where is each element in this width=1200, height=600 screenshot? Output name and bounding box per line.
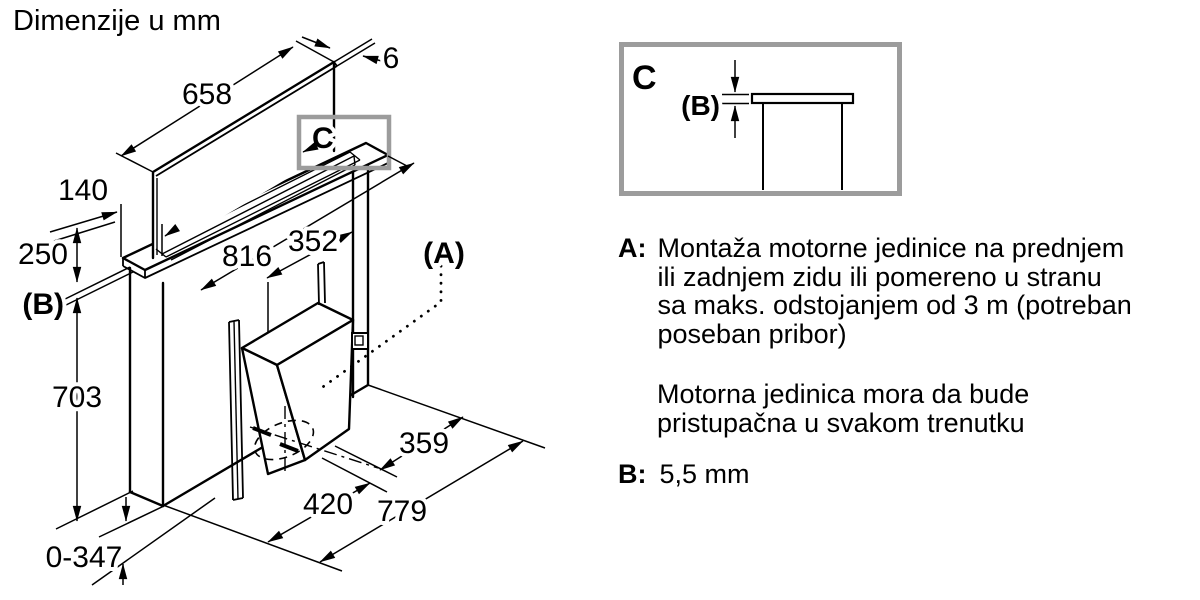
dim-703-label: 703 [52,381,102,414]
note-a-text-2: Motorna jedinica mora da bude pristupačn… [657,379,1030,438]
motor-connector [351,332,369,350]
detail-b-dimension [722,60,749,138]
detail-c-label: C [632,59,657,97]
mounting-rail-top [317,261,326,306]
main-isometric-drawing: C [14,36,546,586]
note-b-label: B: [618,459,647,489]
detail-c-callout-label: C [312,122,334,155]
dimension-labels: 658 6 140 250 (B) 703 0-347 816 352 (A) … [14,38,469,578]
dim-140-label: 140 [58,174,108,207]
dim-420-label: 420 [303,488,353,521]
dim-0-347-label: 0-347 [46,541,123,574]
detail-c-box: C (B) [619,42,902,196]
dim-250-label: 250 [18,238,68,271]
dim-b-ref-label: (B) [22,288,64,321]
mounting-rail-left [228,319,244,501]
note-b-value: 5,5 mm [659,459,750,489]
note-a: A: Montaža motorne jedinice na prednjem … [618,234,1132,348]
note-b: B: 5,5 mm [618,459,750,490]
trim-profile [750,92,855,190]
dim-779-label: 779 [377,495,427,528]
dim-658-label: 658 [182,78,232,111]
detail-c-drawing: C (B) [628,55,855,190]
note-a-text: Montaža motorne jedinice na prednjem ili… [657,233,1132,349]
page-title: Dimenzije u mm [13,5,221,37]
dim-359-label: 359 [399,427,449,460]
motor-unit [240,301,355,476]
dimension-lines [49,36,546,586]
dim-352-label: 352 [288,225,338,258]
dim-6-label: 6 [383,42,400,75]
note-a-label: A: [618,233,647,263]
dim-a-ref-label: (A) [423,237,465,270]
detail-b-ref-label: (B) [681,90,720,121]
dim-816-label: 816 [222,240,272,273]
